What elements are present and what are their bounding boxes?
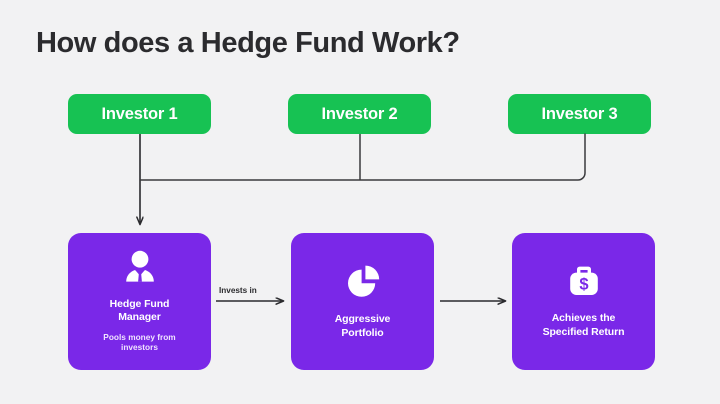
investor-3-label: Investor 3 [541, 104, 618, 123]
pie-chart-icon [344, 263, 382, 304]
investor-1-label: Investor 1 [101, 104, 178, 123]
businessperson-icon [121, 250, 159, 289]
page-title: How does a Hedge Fund Work? [36, 27, 460, 59]
stage-2-title-line1: Aggressive [334, 313, 391, 326]
stage-3-title-line2: Specified Return [542, 325, 625, 338]
investor-node-3[interactable]: Investor 3 [508, 94, 651, 134]
briefcase-dollar-icon: $ [566, 264, 602, 303]
stage-card-specified-return[interactable]: $ Achieves the Specified Return [512, 233, 655, 370]
stage-1-subtitle: Pools money from investors [103, 332, 175, 354]
stage-1-title: Hedge Fund Manager [110, 298, 170, 325]
stage-2-title-line2: Portfolio [341, 326, 384, 339]
edge-label-invests-in: Invests in [219, 286, 257, 295]
stage-1-title-line2: Manager [118, 311, 161, 324]
investor-node-1[interactable]: Investor 1 [68, 94, 211, 134]
stage-1-subtitle-line1: Pools money from [103, 331, 176, 342]
stage-card-aggressive-portfolio[interactable]: Aggressive Portfolio [291, 233, 434, 370]
investor-node-2[interactable]: Investor 2 [288, 94, 431, 134]
stage-3-title-line1: Achieves the [551, 312, 616, 325]
stage-3-title: Achieves the Specified Return [543, 312, 625, 339]
stage-2-title: Aggressive Portfolio [335, 313, 391, 340]
stage-1-subtitle-line2: investors [121, 342, 158, 353]
stage-card-hedge-fund-manager[interactable]: Hedge Fund Manager Pools money from inve… [68, 233, 211, 370]
investor-2-label: Investor 2 [321, 104, 398, 123]
svg-text:$: $ [579, 275, 588, 293]
wire-bus-horizontal [139, 133, 586, 181]
stage-1-title-line1: Hedge Fund [109, 297, 170, 310]
